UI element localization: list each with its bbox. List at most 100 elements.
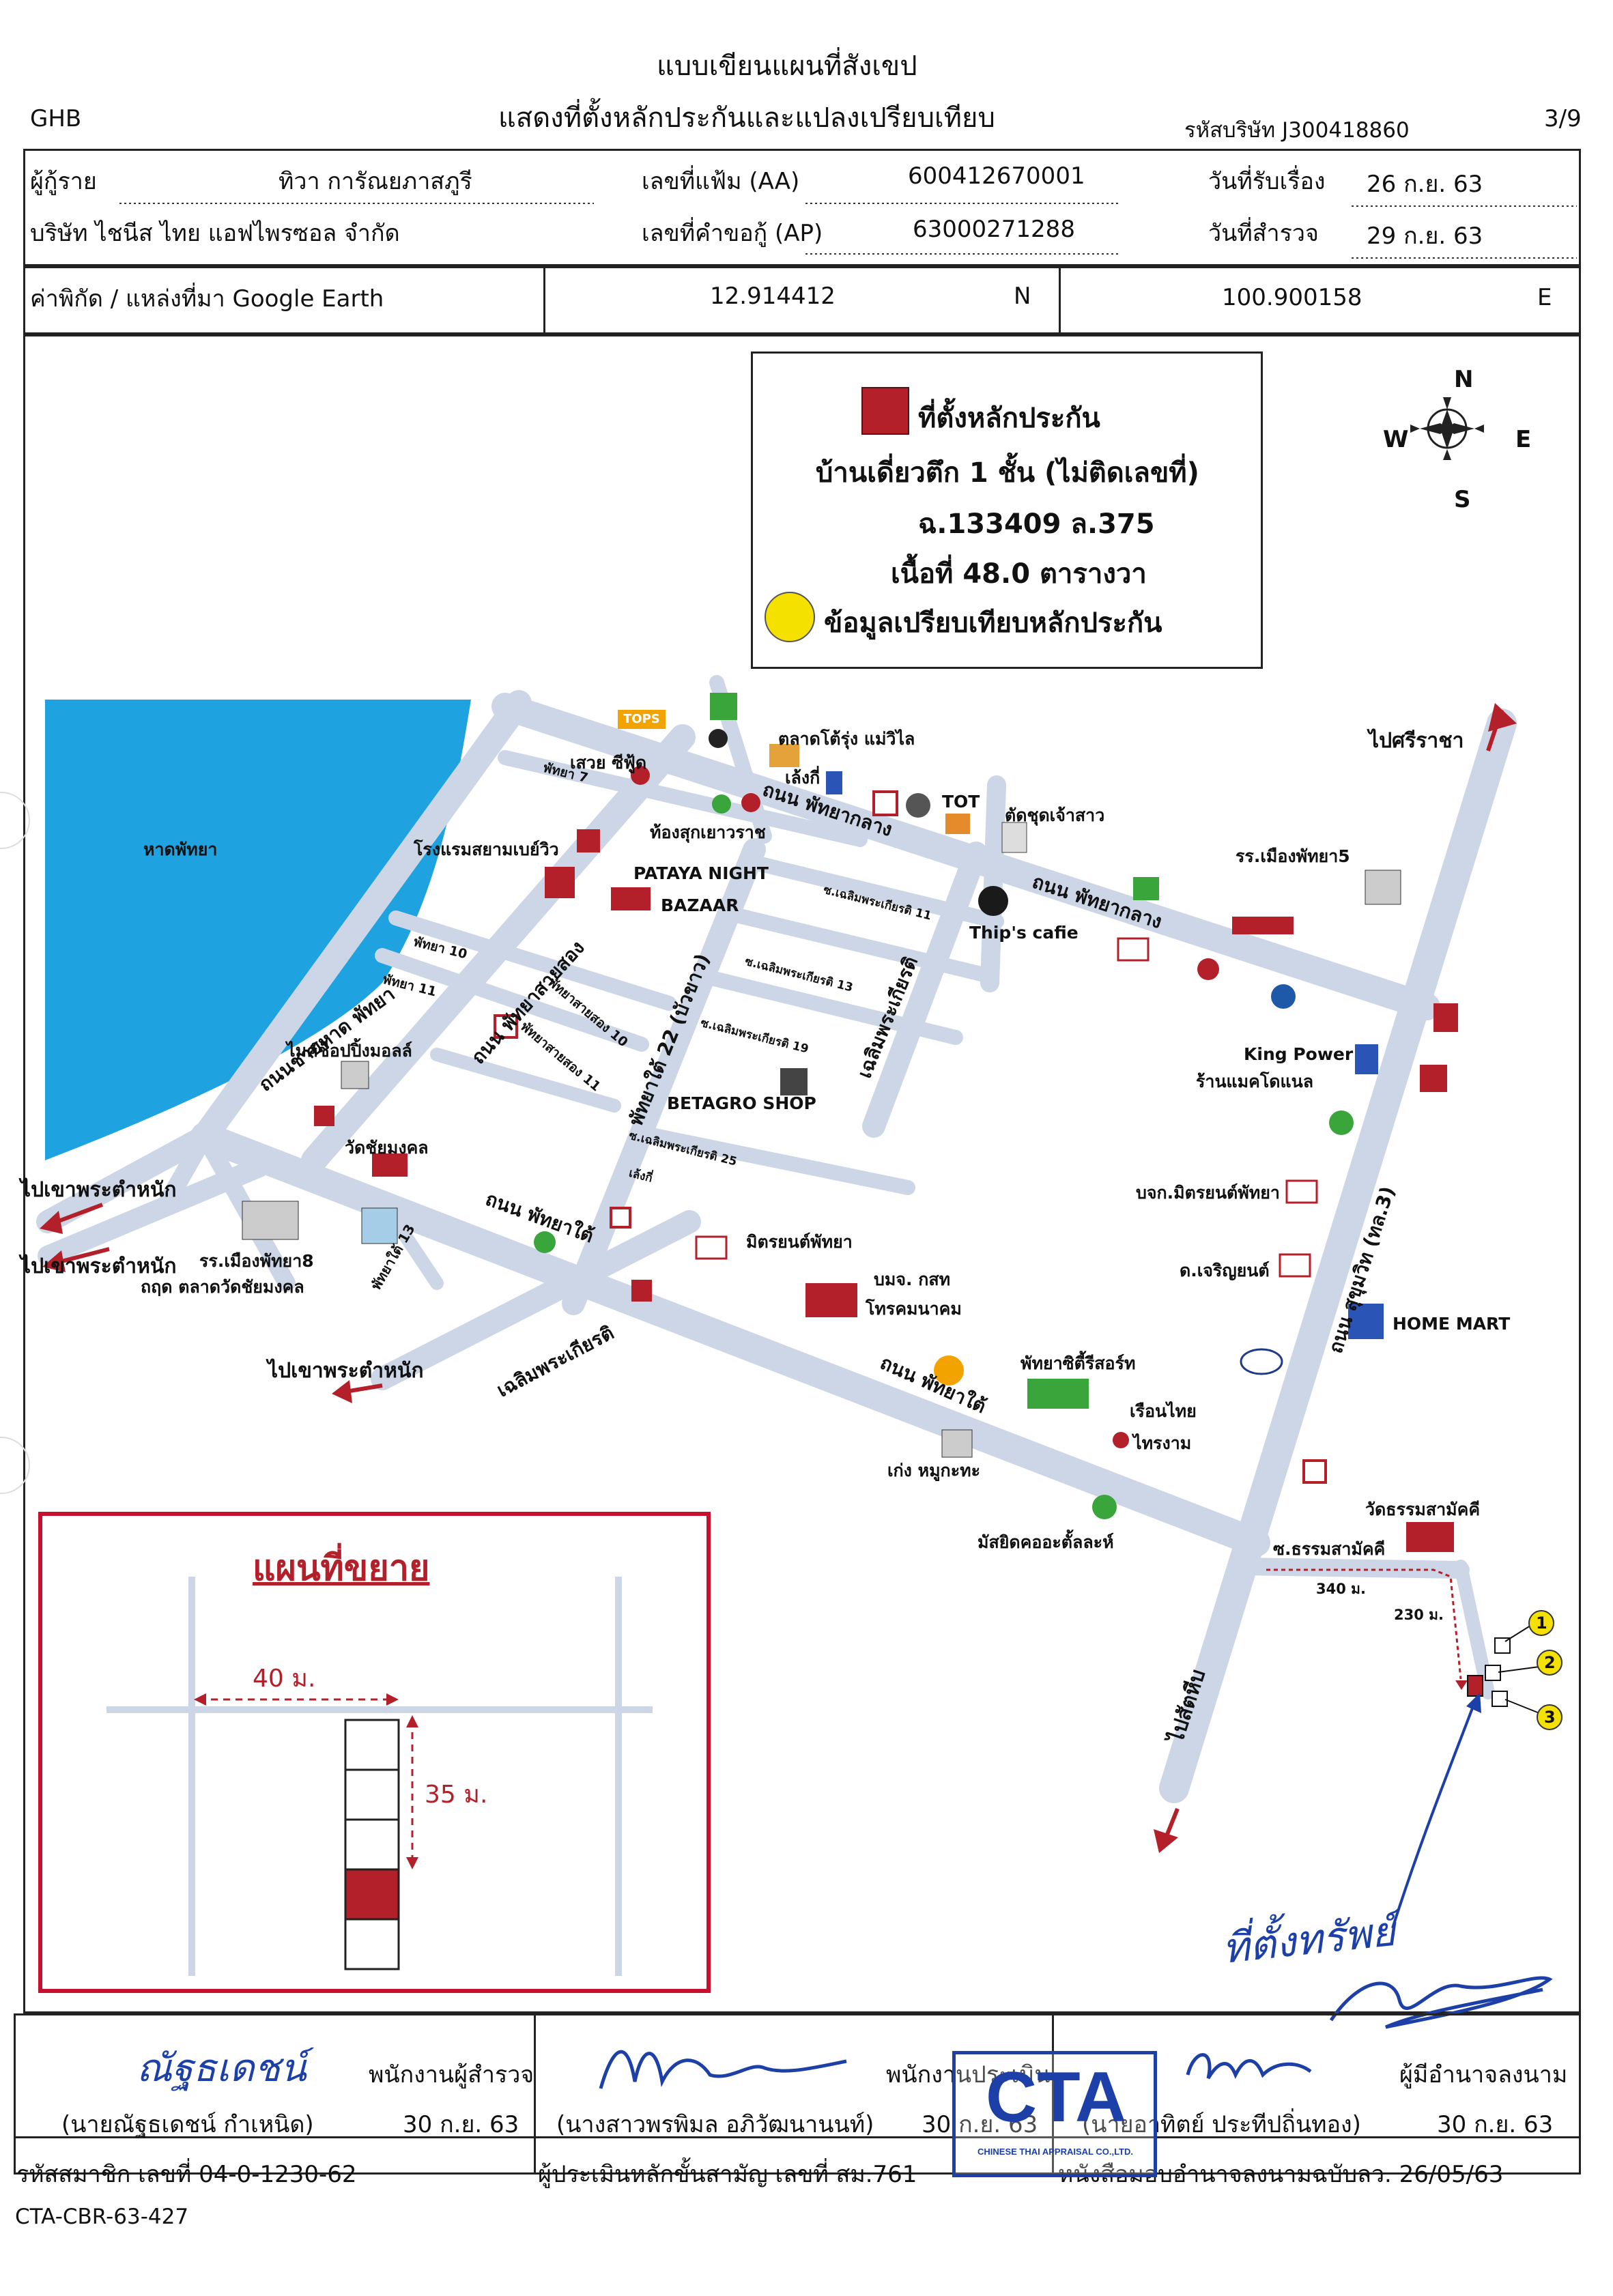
marker-3[interactable]: 3 bbox=[1544, 1708, 1556, 1727]
place-betagro: BETAGRO SHOP bbox=[667, 1093, 816, 1113]
bank-code: GHB bbox=[30, 105, 82, 132]
market-icon bbox=[769, 744, 799, 767]
mall-icon bbox=[341, 1061, 369, 1089]
kingpower-icon bbox=[1355, 1044, 1378, 1074]
comparison-swatch bbox=[765, 592, 815, 642]
place-cat: บมจ. กสท bbox=[874, 1269, 951, 1289]
shop-icon bbox=[945, 814, 970, 834]
shell-dark-icon bbox=[709, 729, 728, 748]
approver-date: 30 ก.ย. 63 bbox=[1437, 2111, 1554, 2138]
coord-label: ค่าพิกัด / แหล่งที่มา Google Earth bbox=[30, 285, 384, 313]
moo-kata-icon bbox=[941, 1429, 973, 1458]
wat-tham-icon bbox=[1406, 1522, 1454, 1552]
appraiser-number: ผู้ประเมินหลักขั้นสามัญ เลขที่ สม.761 bbox=[538, 2161, 917, 2188]
shell-icon bbox=[934, 1355, 964, 1386]
marker-2[interactable]: 2 bbox=[1544, 1653, 1556, 1672]
dir-phra-tamnak-2: ไปเขาพระตำหนัก bbox=[20, 1254, 177, 1278]
sea-area bbox=[45, 700, 471, 1160]
betagro-icon bbox=[780, 1068, 808, 1095]
checker-date: 30 ก.ย. 63 bbox=[922, 2111, 1038, 2138]
place-bazaar-2: BAZAAR bbox=[661, 895, 739, 915]
place-talad: ตลาดโต้รุ่ง แม่วิไล bbox=[778, 729, 915, 749]
seven-eleven-icon-5 bbox=[1302, 1459, 1327, 1484]
main-frame bbox=[23, 334, 1581, 2013]
mitsubishi-icon bbox=[1197, 958, 1219, 980]
received-label: วันที่รับเรื่อง bbox=[1208, 168, 1326, 195]
bridal-icon bbox=[1001, 822, 1027, 853]
inset-map bbox=[38, 1512, 711, 1993]
beach-label: หาดพัทยา bbox=[143, 840, 218, 859]
file-label: เลขที่แฟ้ม (AA) bbox=[642, 168, 800, 195]
caltex-icon bbox=[1420, 1065, 1447, 1092]
mosque-icon bbox=[1092, 1495, 1117, 1519]
honda-icon-2 bbox=[695, 1235, 728, 1260]
request-number: 63000271288 bbox=[913, 216, 1075, 243]
cat-icon bbox=[805, 1283, 857, 1317]
document-code: CTA-CBR-63-427 bbox=[15, 2205, 189, 2229]
food-icon bbox=[741, 793, 760, 812]
hotel-building-icon bbox=[545, 867, 575, 898]
doc-title-line1: แบบเขียนแผนที่สังเขป bbox=[657, 51, 917, 82]
legend-collateral-title: ที่ตั้งหลักประกัน bbox=[918, 403, 1100, 434]
legend-box bbox=[751, 351, 1263, 669]
place-soi-tham: ซ.ธรรมสามัคคี bbox=[1273, 1539, 1386, 1559]
collateral-swatch bbox=[861, 387, 909, 435]
compass-s: S bbox=[1454, 486, 1471, 513]
legend-comparison: ข้อมูลเปรียบเทียบหลักประกัน bbox=[824, 607, 1162, 639]
survey-date: 29 ก.ย. 63 bbox=[1367, 223, 1483, 250]
footer-divider bbox=[14, 2136, 1581, 2138]
legend-building: บ้านเดี่ยวตึก 1 ชั้น (ไม่ติดเลขที่) bbox=[816, 457, 1199, 489]
tot-icon bbox=[906, 793, 930, 818]
inset-collateral-plot bbox=[344, 1868, 400, 1921]
temple-icon bbox=[372, 1153, 408, 1177]
tops-icon bbox=[618, 710, 666, 729]
survey-label: วันที่สำรวจ bbox=[1208, 220, 1319, 247]
cta-stamp: CTA CHINESE THAI APPRAISAL CO.,LTD. bbox=[952, 2051, 1157, 2177]
bank-kbank-icon bbox=[712, 794, 731, 814]
seafood-icon bbox=[631, 766, 650, 785]
inset-depth: 35 ม. bbox=[425, 1781, 488, 1809]
homemart-icon bbox=[1348, 1304, 1384, 1339]
borrower-name: ทิวา การัณยภาสภูรี bbox=[279, 168, 472, 195]
checker-name: (นางสาวพรพิมล อภิวัฒนานนท์) bbox=[556, 2111, 874, 2138]
compass-e: E bbox=[1515, 426, 1532, 453]
place-school5: รร.เมืองพัทยา5 bbox=[1236, 846, 1350, 866]
doc-title-line2: แสดงที่ตั้งหลักประกันและแปลงเปรียบเทียบ bbox=[498, 102, 995, 134]
company-code: รหัสบริษัท J300418860 bbox=[1184, 118, 1410, 143]
bazaar-icon bbox=[611, 887, 651, 910]
checker-signature bbox=[599, 2050, 847, 2089]
honda-icon bbox=[1117, 937, 1150, 962]
place-mike: ไมค์ช็อปปิ้งมอลล์ bbox=[287, 1041, 412, 1061]
legend-area: เนื้อที่ 48.0 ตารางวา bbox=[891, 558, 1147, 590]
inset-title: แผนที่ขยาย bbox=[253, 1548, 430, 1589]
place-keng: เก่ง หมูกะทะ bbox=[887, 1461, 981, 1480]
dir-sriracha: ไปศรีราชา bbox=[1369, 729, 1464, 753]
honda-icon-4 bbox=[1279, 1253, 1311, 1278]
shop-icon-2 bbox=[1433, 1003, 1458, 1032]
cp-icon-2 bbox=[1133, 877, 1159, 900]
place-talad-wat: ถฤด ตลาดวัดชัยมงคล bbox=[141, 1277, 304, 1297]
approver-name: (นายอาทิตย์ ประทีปถิ่นทอง) bbox=[1082, 2111, 1361, 2138]
request-label: เลขที่คำขอกู้ (AP) bbox=[642, 220, 823, 247]
marker-1[interactable]: 1 bbox=[1536, 1613, 1547, 1633]
tops-label: TOPS bbox=[623, 712, 660, 726]
place-homemart: HOME MART bbox=[1393, 1314, 1511, 1334]
seven-eleven-icon-2 bbox=[314, 1106, 334, 1126]
place-hotel: โรงแรมสยามเบย์วิว bbox=[414, 840, 559, 859]
compass-icon bbox=[1410, 397, 1484, 460]
cp-icon bbox=[710, 693, 737, 720]
resort-icon bbox=[1027, 1379, 1089, 1409]
place-wat-chai: วัดชัยมงคล bbox=[345, 1138, 429, 1158]
bank-icon bbox=[1271, 984, 1296, 1009]
approver-scribble bbox=[1329, 1976, 1553, 2029]
info-table bbox=[23, 149, 1581, 266]
place-mcd: ร้านแมคโดแนล bbox=[1196, 1072, 1314, 1091]
compass-w: W bbox=[1383, 426, 1409, 453]
place-laengki: เล้งกี่ bbox=[785, 768, 820, 788]
place-thips: Thip's cafie bbox=[969, 923, 1079, 943]
route-to-site bbox=[1266, 1568, 1462, 1680]
company-name: บริษัท ไชนีส ไทย แอฟไพรซอล จำกัด bbox=[30, 220, 400, 247]
place-charoen: ด.เจริญยนต์ bbox=[1180, 1261, 1270, 1280]
school-icon bbox=[1365, 870, 1401, 905]
place-thongsuk: ท้องสุกเยาวราช bbox=[650, 822, 766, 842]
